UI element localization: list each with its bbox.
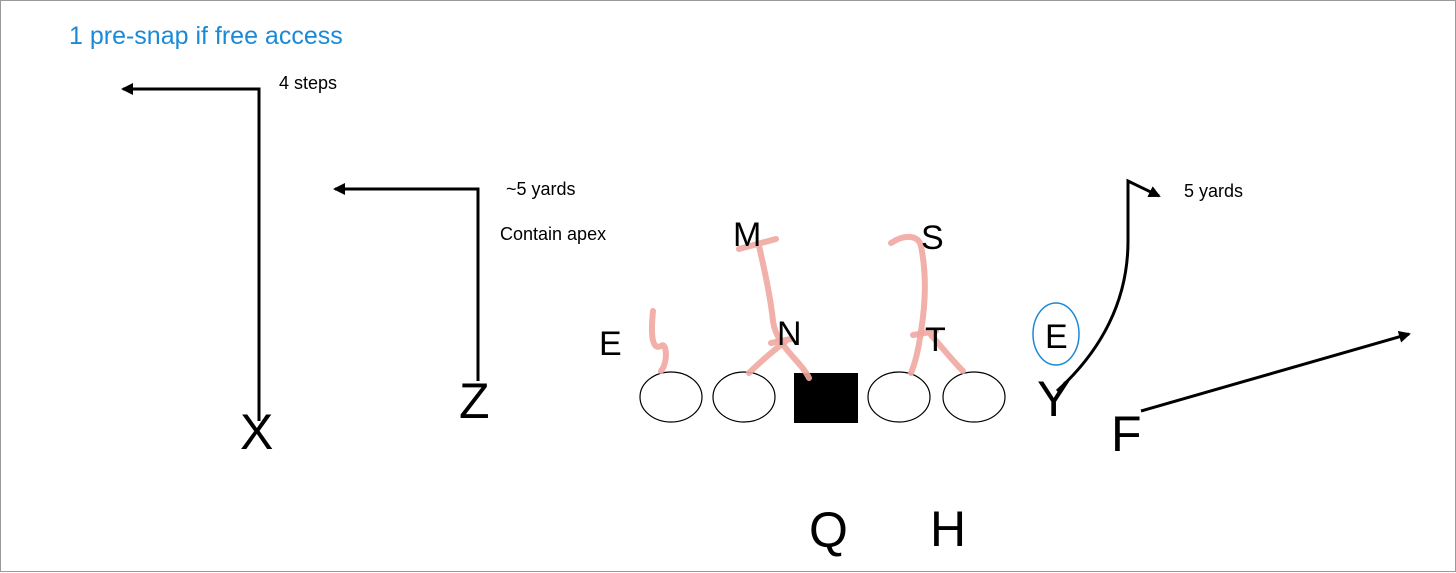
m-movement [736,236,812,381]
defender-n: N [777,315,802,353]
receiver-z: Z [459,373,490,429]
receiver-x: X [240,404,273,460]
e-right-highlight-circle [1032,302,1080,366]
z-route-label: ~5 yards [506,179,576,199]
receiver-y: Y [1037,371,1070,427]
quarterback-q: Q [809,502,848,558]
defender-t: T [925,321,946,359]
left-guard-circle [712,371,776,423]
f-route-arrow [1140,330,1411,413]
s-movement [888,233,928,376]
defender-s: S [921,219,944,257]
y-route-label: 5 yards [1184,181,1243,201]
n-movement [746,336,794,376]
right-guard-circle [867,371,931,423]
left-tackle-circle [639,371,703,423]
y-route-arrow [1055,178,1161,393]
defender-e-left: E [599,325,622,363]
t-movement [910,328,966,374]
diagram-title: 1 pre-snap if free access [69,22,343,50]
defender-e-right: E [1045,318,1068,356]
right-tackle-circle [942,371,1006,423]
z-route-arrow [333,183,480,381]
center-square [794,373,858,423]
x-route-arrow [121,83,261,421]
back-h: H [930,501,966,557]
defender-m: M [733,216,761,254]
x-route-label: 4 steps [279,73,337,93]
back-f: F [1111,406,1142,462]
e-left-movement [649,308,669,374]
z-contain-note: Contain apex [500,224,606,244]
